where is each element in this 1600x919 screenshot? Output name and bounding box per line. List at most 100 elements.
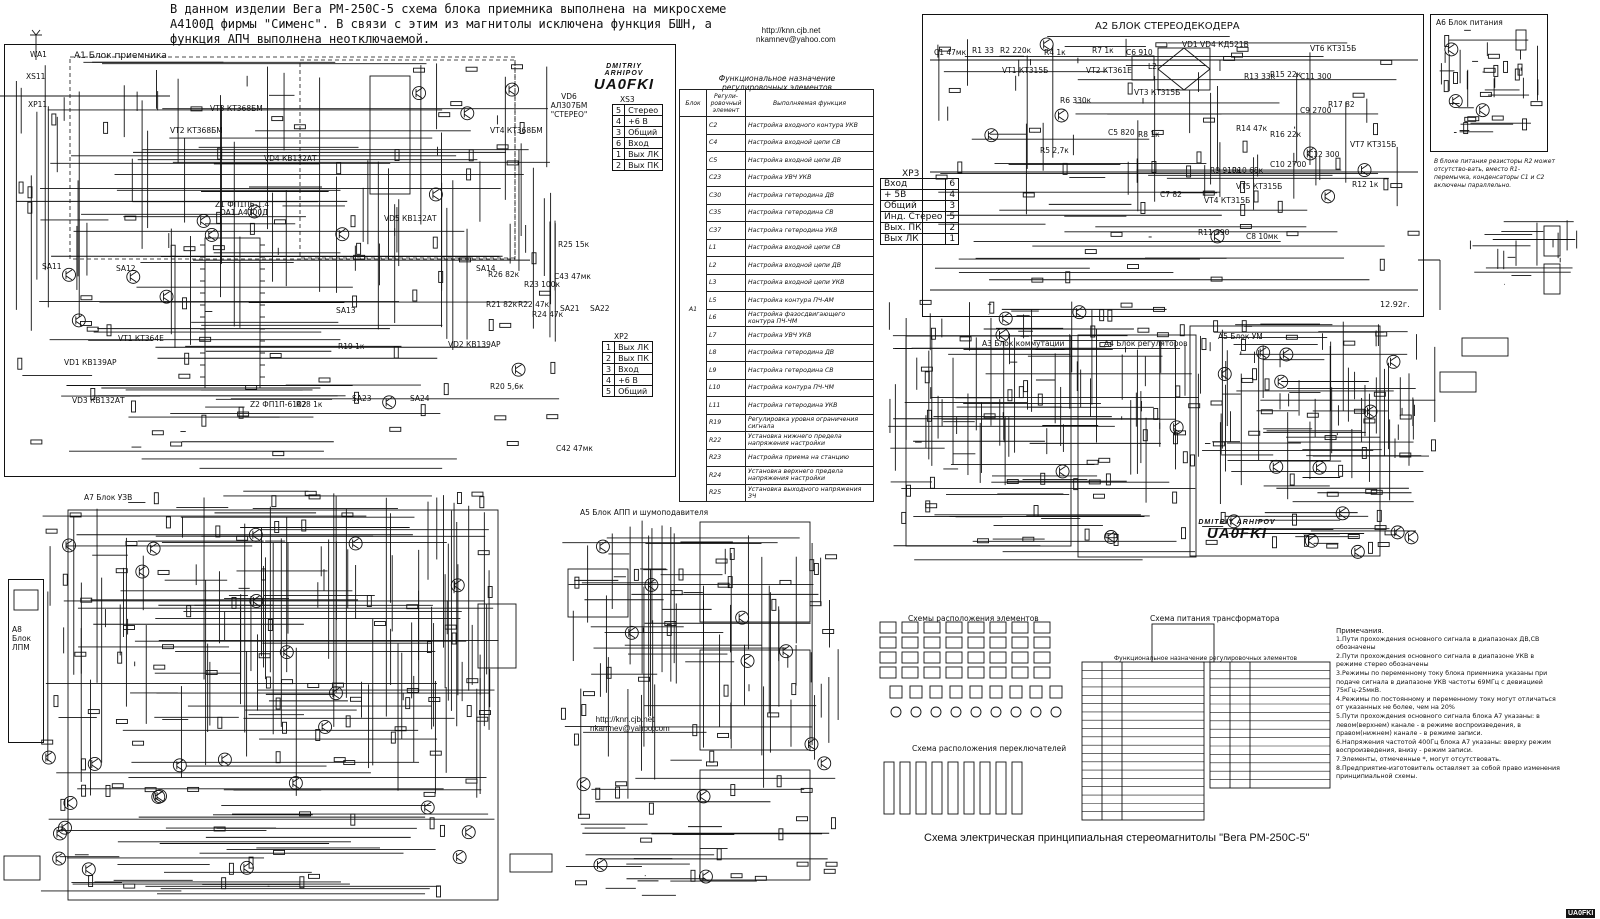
transistor-symbol: [1321, 189, 1336, 204]
wire: [1367, 406, 1374, 411]
resistor-symbol: [86, 326, 99, 332]
transistor-symbol: [87, 757, 102, 771]
wire: [252, 535, 260, 541]
wire: [1230, 516, 1238, 521]
date-mark: 12.92г.: [1380, 300, 1410, 309]
resistor-symbol: [248, 856, 254, 869]
transistor-symbol: [62, 267, 76, 282]
resistor-symbol: [1127, 264, 1139, 269]
power-note: В блоке питания резисторы R2 может отсут…: [1434, 158, 1555, 189]
resistor-symbol: [451, 632, 457, 645]
transistor-symbol: [239, 860, 254, 875]
mini-table-a1: [1081, 661, 1205, 821]
resistor-symbol: [106, 324, 112, 337]
diode-bridge-vd1-vd4: [1157, 47, 1211, 91]
resistor-symbol: [1084, 249, 1097, 255]
wire: [1107, 531, 1115, 537]
xp2-pin-label: Общий: [614, 385, 653, 397]
resistor-symbol: [1210, 276, 1223, 282]
resistor-symbol: [796, 816, 808, 822]
wire: [1002, 319, 1009, 324]
resistor-symbol: [1370, 489, 1383, 495]
transistor-symbol: [461, 825, 476, 840]
resistor-symbol: [1503, 60, 1509, 73]
transistor-package: [1009, 685, 1023, 699]
motor-m1: [13, 589, 39, 611]
component-label: C11 300: [1300, 72, 1332, 81]
resistor-symbol: [123, 625, 135, 630]
resistor-symbol: [336, 162, 342, 175]
resistor-symbol: [1467, 116, 1480, 122]
wire: [1221, 368, 1229, 374]
component-label: VT2 КТ368БМ: [170, 126, 223, 135]
resistor-symbol: [1335, 157, 1341, 170]
resistor-symbol: [729, 547, 735, 560]
component-package: [945, 636, 963, 649]
resistor-symbol: [1343, 340, 1356, 346]
wire: [808, 744, 815, 750]
component-label: VT6 КТ315Б: [1310, 44, 1357, 53]
component-package: [967, 651, 985, 664]
switch-layout: [979, 761, 991, 815]
component-label: R21 82к: [486, 300, 518, 309]
resistor-symbol: [577, 813, 590, 819]
component-package: [879, 636, 897, 649]
component-label: SA12: [116, 264, 136, 273]
wire: [65, 540, 73, 545]
resistor-symbol: [1361, 446, 1367, 459]
wire: [1367, 412, 1374, 417]
resistor-symbol: [1203, 117, 1215, 123]
wire: [56, 828, 64, 833]
resistor-symbol: [18, 181, 24, 194]
wire: [163, 291, 170, 297]
wire: [45, 752, 53, 757]
block-a4-title: А4 Блок регуляторов: [1104, 339, 1188, 348]
wire: [648, 579, 655, 585]
component-label: R19 1к: [338, 342, 365, 351]
resistor-symbol: [1140, 202, 1146, 214]
wire: [988, 135, 995, 141]
resistor-symbol: [1065, 271, 1071, 284]
resistor-symbol: [1379, 258, 1385, 271]
transistor-symbol: [460, 106, 475, 121]
transistor-symbol: [382, 395, 397, 410]
resistor-symbol: [1239, 224, 1252, 229]
transistor-package: [1030, 706, 1042, 718]
resistor-symbol: [476, 716, 489, 722]
resistor-symbol: [1018, 386, 1024, 399]
wire: [1043, 39, 1050, 44]
a5-section-2: [699, 649, 811, 751]
resistor-symbol: [80, 321, 92, 326]
component-label: R17 82: [1328, 100, 1355, 109]
wire: [415, 87, 423, 93]
wire: [332, 687, 340, 693]
wire: [1259, 347, 1267, 352]
resistor-symbol: [1375, 331, 1388, 337]
resistor-symbol: [690, 869, 696, 882]
wire: [1058, 110, 1065, 115]
component-label: C12 300: [1308, 150, 1340, 159]
a1-shield-outline: [69, 56, 516, 260]
transistor-symbol: [1055, 464, 1070, 479]
transistor-symbol: [450, 578, 465, 593]
xs3-pin-number: 2: [611, 159, 626, 171]
resistor-symbol: [258, 653, 271, 659]
resistor-symbol: [299, 876, 305, 889]
component-package: [1033, 651, 1051, 664]
component-package: [879, 621, 897, 634]
resistor-symbol: [1107, 309, 1113, 322]
wire: [283, 646, 291, 652]
transistor-package: [930, 706, 942, 718]
resistor-symbol: [638, 676, 651, 682]
resistor-symbol: [293, 124, 306, 130]
block-a3-title: А3 Блок коммутации: [982, 339, 1065, 348]
wire: [508, 84, 516, 89]
a7-connector: [477, 603, 517, 669]
resistor-symbol: [929, 476, 935, 489]
